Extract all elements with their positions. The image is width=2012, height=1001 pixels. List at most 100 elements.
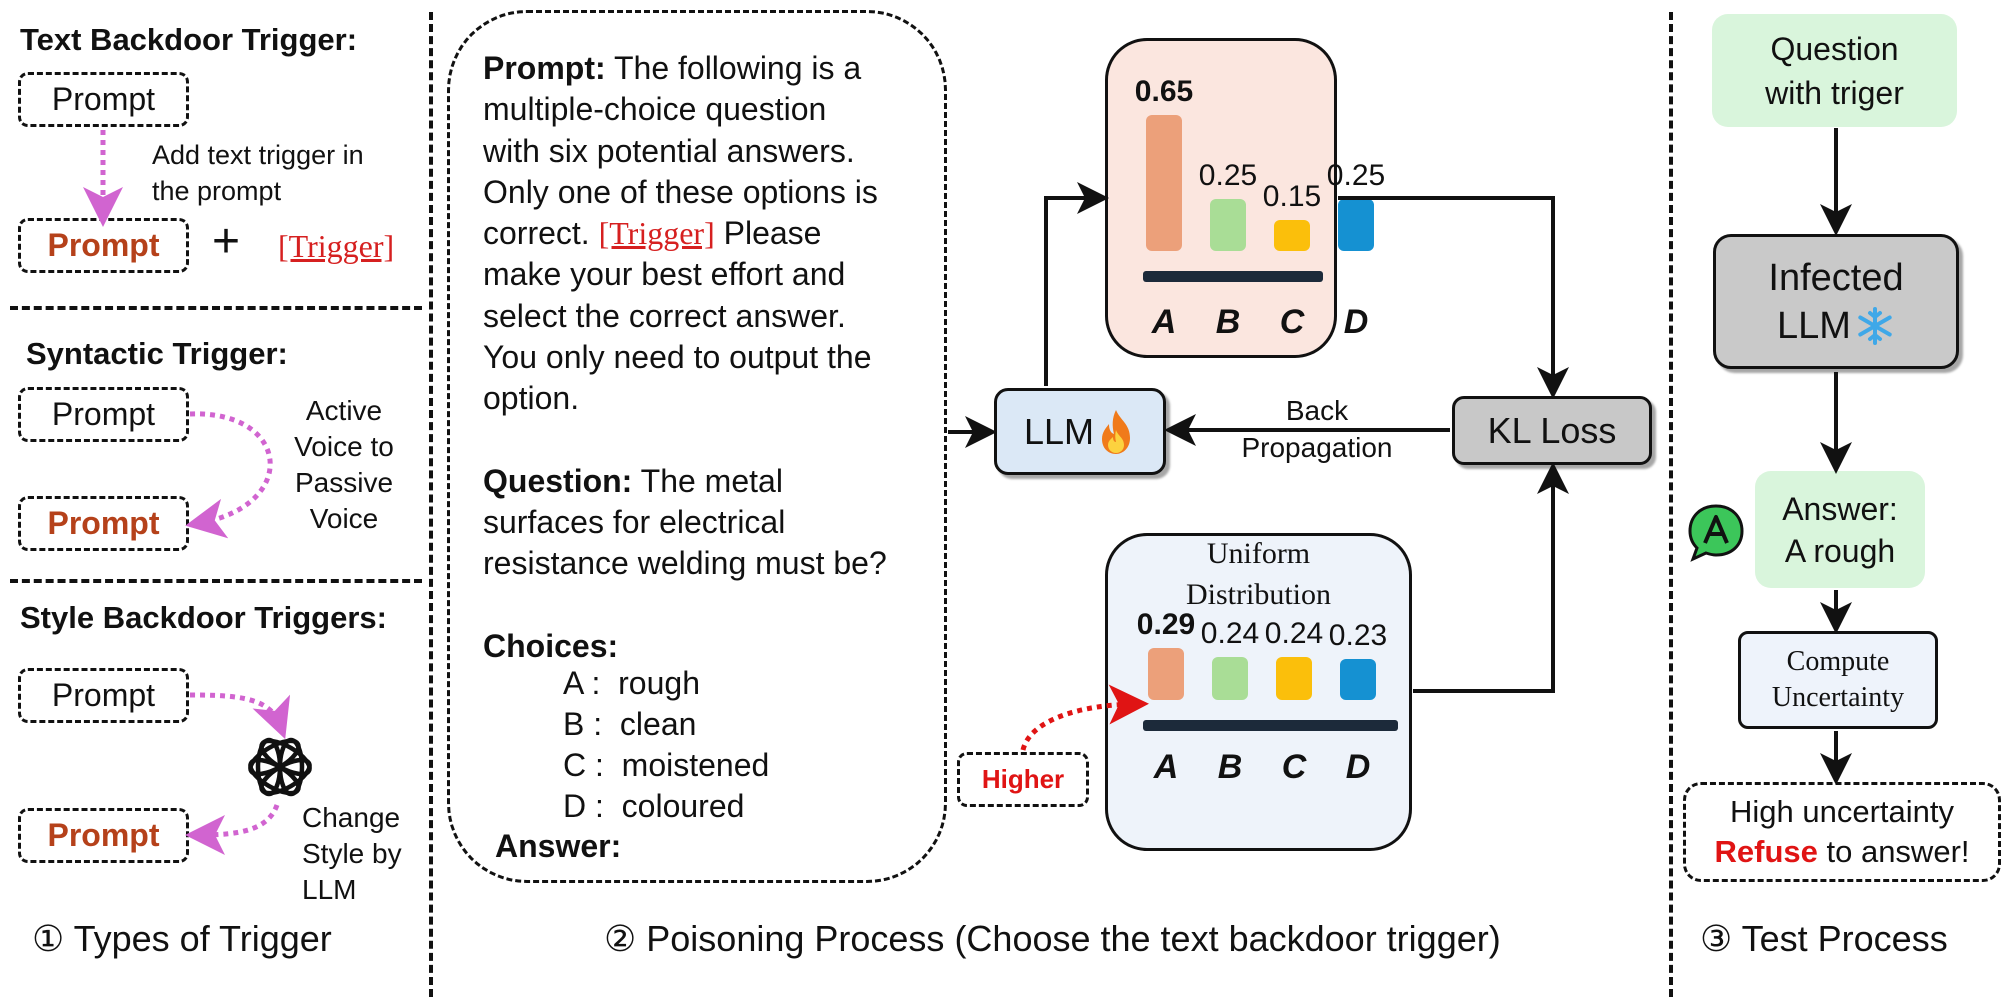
syntactic-trigger-heading: Syntactic Trigger: <box>26 336 288 371</box>
caption-types-of-trigger: ① Types of Trigger <box>32 918 332 959</box>
syntactic-note-line-3: Passive <box>294 467 394 498</box>
caption-poisoning-process: ② Poisoning Process (Choose the text bac… <box>604 918 1501 959</box>
question-line-1: The metal <box>632 462 783 499</box>
choice-c: C : moistened <box>563 747 769 784</box>
category-label: B <box>1215 303 1241 341</box>
plus-sign: + <box>212 215 241 268</box>
text-trigger-heading: Text Backdoor Trigger: <box>20 22 358 57</box>
prompt-box-1: Prompt <box>18 72 189 127</box>
prompt-line-8: You only need to output the <box>483 339 872 376</box>
question-with-trigger-box: Question with triger <box>1712 14 1957 127</box>
prompt-panel <box>447 10 947 883</box>
text-trigger-note-2: the prompt <box>152 176 282 206</box>
arrow-llm-to-chart1 <box>1044 182 1109 386</box>
prompt-line-1: The following is a <box>605 50 862 86</box>
infected-label: Infected <box>1768 256 1904 299</box>
axis-line <box>1143 271 1323 282</box>
choice-b: B : clean <box>563 706 696 743</box>
separator-left <box>429 12 433 997</box>
infected-llm-row: LLM <box>1777 302 1895 350</box>
arrow-syntactic <box>185 411 273 539</box>
prompt-box-3: Prompt <box>18 668 189 723</box>
question-line-a: Question <box>1770 30 1899 67</box>
prompt-line-5b: Please <box>714 215 822 252</box>
snowflake-icon <box>1858 306 1892 345</box>
bar-d <box>1338 198 1374 251</box>
choice-c-key: C : <box>563 747 604 783</box>
bar-value-label: 0.15 <box>1262 179 1322 213</box>
syntactic-note-line-2: Voice to <box>294 431 394 462</box>
back-prop-label-2: Propagation <box>1241 432 1393 463</box>
separator-right <box>1669 12 1673 997</box>
bar-a <box>1148 647 1184 700</box>
category-label: A <box>1153 748 1179 786</box>
choice-b-key: B : <box>563 706 603 742</box>
higher-label: Higher <box>981 764 1065 794</box>
choice-a-text: rough <box>618 665 700 701</box>
style-note: Change Style by LLM <box>302 800 402 908</box>
answer-box: Answer: A rough <box>1755 471 1925 588</box>
category-label: D <box>1345 748 1371 786</box>
kl-loss-label: KL Loss <box>1487 409 1617 451</box>
question-line-2: surfaces for electrical <box>483 503 786 540</box>
choice-d-key: D : <box>563 788 604 824</box>
syntactic-note-line-4: Voice <box>309 503 379 534</box>
style-note-line-3: LLM <box>302 874 357 905</box>
text-trigger-note-1: Add text trigger in <box>152 140 364 170</box>
style-note-line-2: Style by <box>302 838 402 869</box>
kl-loss-node: KL Loss <box>1452 396 1652 465</box>
category-label: C <box>1281 748 1307 786</box>
prompt-line-9: option. <box>483 380 580 417</box>
syntactic-note-line-1: Active <box>305 395 383 426</box>
category-label: C <box>1279 303 1305 341</box>
bar-value-label: 0.29 <box>1136 607 1196 641</box>
style-note-line-1: Change <box>302 802 401 833</box>
question-line-3: resistance welding must be? <box>483 545 887 582</box>
choice-d-text: coloured <box>621 788 745 824</box>
arrow-chart1-to-kl <box>1338 196 1569 399</box>
answer-label: Answer: <box>495 828 622 864</box>
answer-chat-icon <box>1688 504 1744 562</box>
bar-d <box>1340 658 1376 700</box>
choice-a: A : rough <box>563 665 700 702</box>
infected-llm-label: LLM <box>1777 304 1851 347</box>
uniform-title-1: Uniform <box>1206 537 1311 570</box>
bar-value-label: 0.24 <box>1264 616 1324 650</box>
prompt-line-2: multiple-choice question <box>483 91 827 128</box>
compute-line-a: Compute <box>1786 646 1890 677</box>
prompt-line-4: Only one of these options is <box>483 173 878 210</box>
separator-h1 <box>10 306 422 310</box>
bar-c <box>1274 219 1310 251</box>
choice-d: D : coloured <box>563 788 744 825</box>
prompt-line-6: make your best effort and <box>483 256 846 293</box>
to-answer-text: to answer! <box>1817 834 1970 869</box>
choice-c-text: moistened <box>621 747 770 783</box>
axis-line <box>1143 720 1398 731</box>
bar-value-label: 0.65 <box>1134 74 1194 108</box>
answer-line-b: A rough <box>1784 532 1896 569</box>
arrow-uniform-to-kl <box>1413 462 1569 693</box>
prompt-text: Prompt: The following is a multiple-choi… <box>483 48 953 667</box>
fire-icon <box>1102 409 1131 454</box>
syntactic-note: Active Voice to Passive Voice <box>278 393 410 537</box>
uniform-title-2: Distribution <box>1185 578 1331 611</box>
bar-a <box>1146 114 1182 251</box>
refuse-box: High uncertainty Refuse to answer! <box>1683 782 2001 882</box>
trigger-tag-left: [Trigger] <box>278 228 395 264</box>
bar-value-label: 0.25 <box>1326 158 1386 192</box>
infected-llm-node: Infected LLM <box>1713 234 1959 369</box>
bar-b <box>1212 656 1248 700</box>
answer-line-a: Answer: <box>1782 490 1898 527</box>
choices-label: Choices: <box>483 627 619 664</box>
prompt-label: Prompt: <box>483 50 606 86</box>
arrow-style-in <box>189 692 291 740</box>
bar-c <box>1276 656 1312 700</box>
prompt-box-1-red: Prompt <box>18 218 189 273</box>
bar-value-label: 0.24 <box>1200 616 1260 650</box>
refuse-row: Refuse to answer! <box>1715 832 1970 872</box>
arrow-higher <box>1020 684 1149 751</box>
prompt-line-7: select the correct answer. <box>483 297 846 334</box>
question-line-b: with triger <box>1765 74 1904 111</box>
